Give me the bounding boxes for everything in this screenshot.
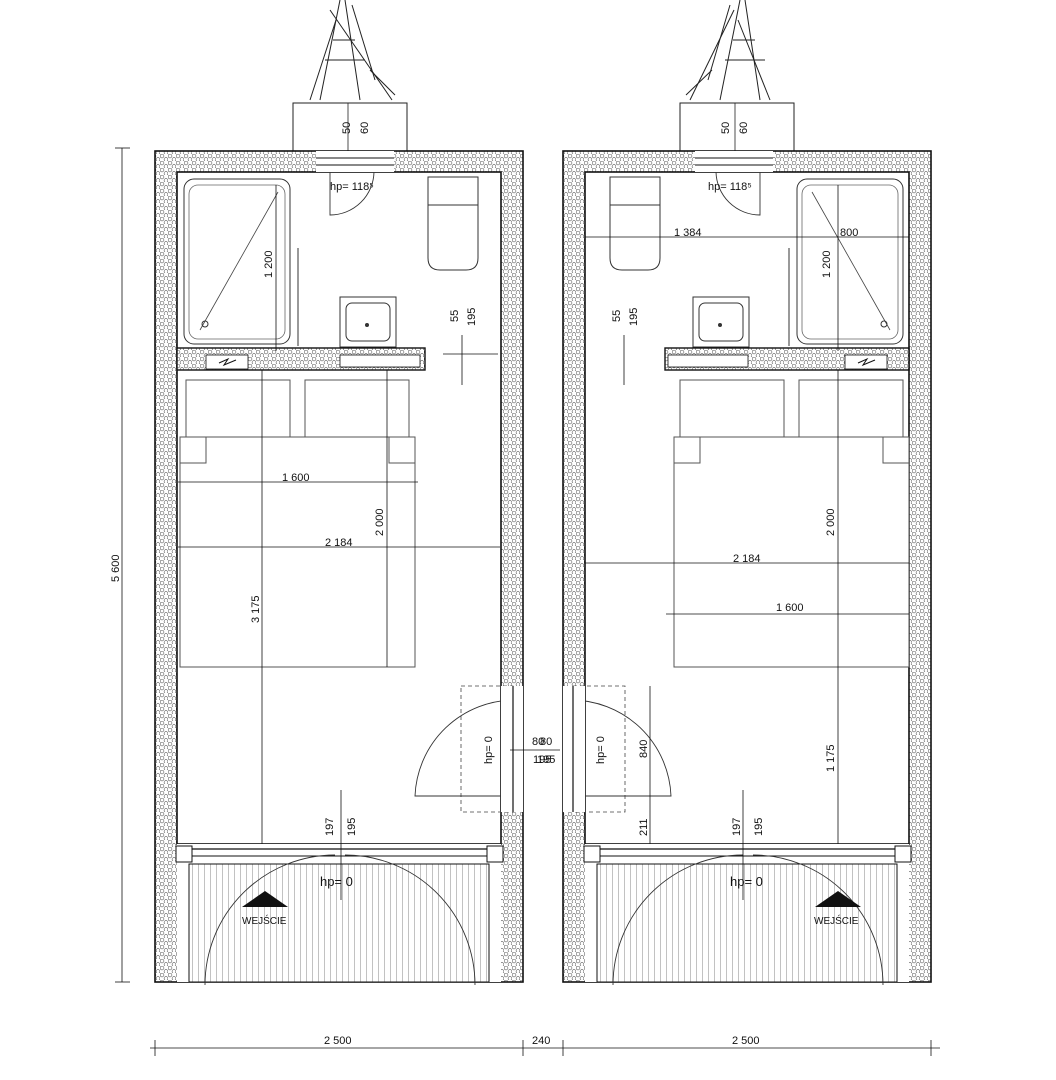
- unit-right: [562, 0, 932, 986]
- bottom-dim-label: 240: [532, 1035, 550, 1047]
- bottom-dim-label: 2 500: [324, 1035, 352, 1047]
- door-dim-label: 197: [324, 818, 336, 836]
- roof-window-tripod-icon: [309, 0, 396, 101]
- interior-width-label: 2 184: [325, 537, 353, 549]
- overall-height-label: 5 600: [110, 554, 122, 582]
- room-depth-label: 1 175: [825, 744, 837, 772]
- connector-label: 195: [537, 754, 555, 766]
- window-sill-label: hp= 118⁵: [330, 181, 374, 193]
- bathroom-length-label: 1 200: [821, 250, 833, 278]
- window-height-label: 50: [341, 122, 353, 134]
- bathroom-width-label: 800: [840, 227, 858, 239]
- roof-window-tripod-icon: [685, 0, 771, 101]
- bathroom-width-label: 1 384: [674, 227, 702, 239]
- bottom-dim-label: 2 500: [732, 1035, 760, 1047]
- interior-width-label: 2 184: [733, 553, 761, 565]
- bed-width-label: 1 600: [776, 602, 804, 614]
- bottom-dimension-line: [150, 1040, 940, 1056]
- unit-left: [121, 0, 560, 986]
- partition-dim-label: 55: [449, 310, 461, 322]
- partition-dim-label: 195: [466, 308, 478, 326]
- door-sill-label: hp= 0: [730, 874, 763, 889]
- window-sill-label: hp= 118⁵: [708, 181, 752, 193]
- door-sill-label: hp= 0: [320, 874, 353, 889]
- side-door-height-label: 840: [638, 740, 650, 758]
- door-dim-label: 197: [731, 818, 743, 836]
- side-door-sill-label: hp= 0: [483, 736, 495, 764]
- room-depth-label: 3 175: [250, 595, 262, 623]
- bed-width-label: 1 600: [282, 472, 310, 484]
- bed-length-label: 2 000: [825, 508, 837, 536]
- side-door-sill-label: hp= 0: [595, 736, 607, 764]
- door-dim-label: 195: [346, 818, 358, 836]
- partition-dim-label: 55: [611, 310, 623, 322]
- entrance-label: WEJŚCIE: [814, 914, 859, 927]
- window-height-label: 60: [359, 122, 371, 134]
- connector-label: 80: [540, 736, 552, 748]
- entrance-label: WEJŚCIE: [242, 914, 287, 927]
- side-door-offset-label: 211: [638, 818, 650, 836]
- partition-dim-label: 195: [628, 308, 640, 326]
- bed-length-label: 2 000: [374, 508, 386, 536]
- window-height-label: 50: [720, 122, 732, 134]
- connector-label: 80: [532, 736, 544, 748]
- bathroom-length-label: 1 200: [263, 250, 275, 278]
- window-height-label: 60: [738, 122, 750, 134]
- connector-label: 195: [533, 754, 551, 766]
- door-dim-label: 195: [753, 818, 765, 836]
